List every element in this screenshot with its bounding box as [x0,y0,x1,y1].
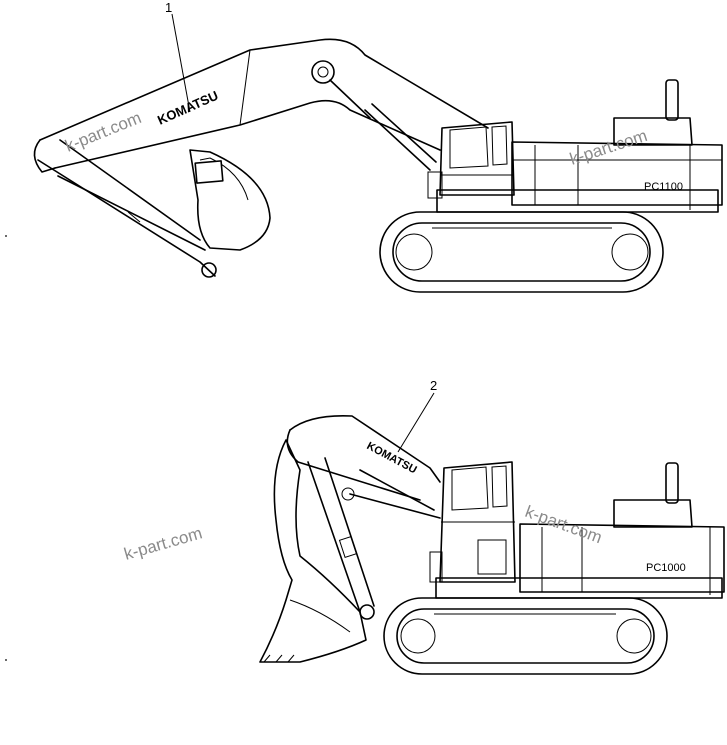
upper-body-2 [435,462,725,599]
stick-2 [307,457,375,620]
callout-1: 1 [165,0,191,113]
model-decal-2: PC1000 [646,562,686,574]
bucket-1 [189,149,271,251]
track-2 [383,597,668,675]
scan-dot [5,659,7,661]
boom-2 [286,414,441,519]
arm-1 [37,139,217,278]
boom-1 [33,38,489,173]
callout-number-1: 1 [165,0,172,15]
upper-body-1 [436,79,723,213]
callout-2: 2 [397,378,437,453]
callout-number-2: 2 [430,378,437,393]
watermark-top-left: k-part.com [62,108,144,156]
boom-decal-komatsu-2: KOMATSU [365,440,419,476]
cab-2 [429,461,516,583]
scan-dot [5,235,7,237]
boom-decal-komatsu-1: KOMATSU [155,88,220,128]
model-decal-1: PC1100 [644,181,683,193]
watermark-top-right: k-part.com [567,126,649,169]
excavator-shovel: KOMATSU PC1000 [259,414,725,675]
bucket-2 [259,439,367,663]
watermark-bottom-left: k-part.com [122,523,204,563]
excavator-backhoe: KOMATSU PC1100 [33,38,723,293]
cab-1 [427,121,515,199]
track-1 [379,211,664,293]
